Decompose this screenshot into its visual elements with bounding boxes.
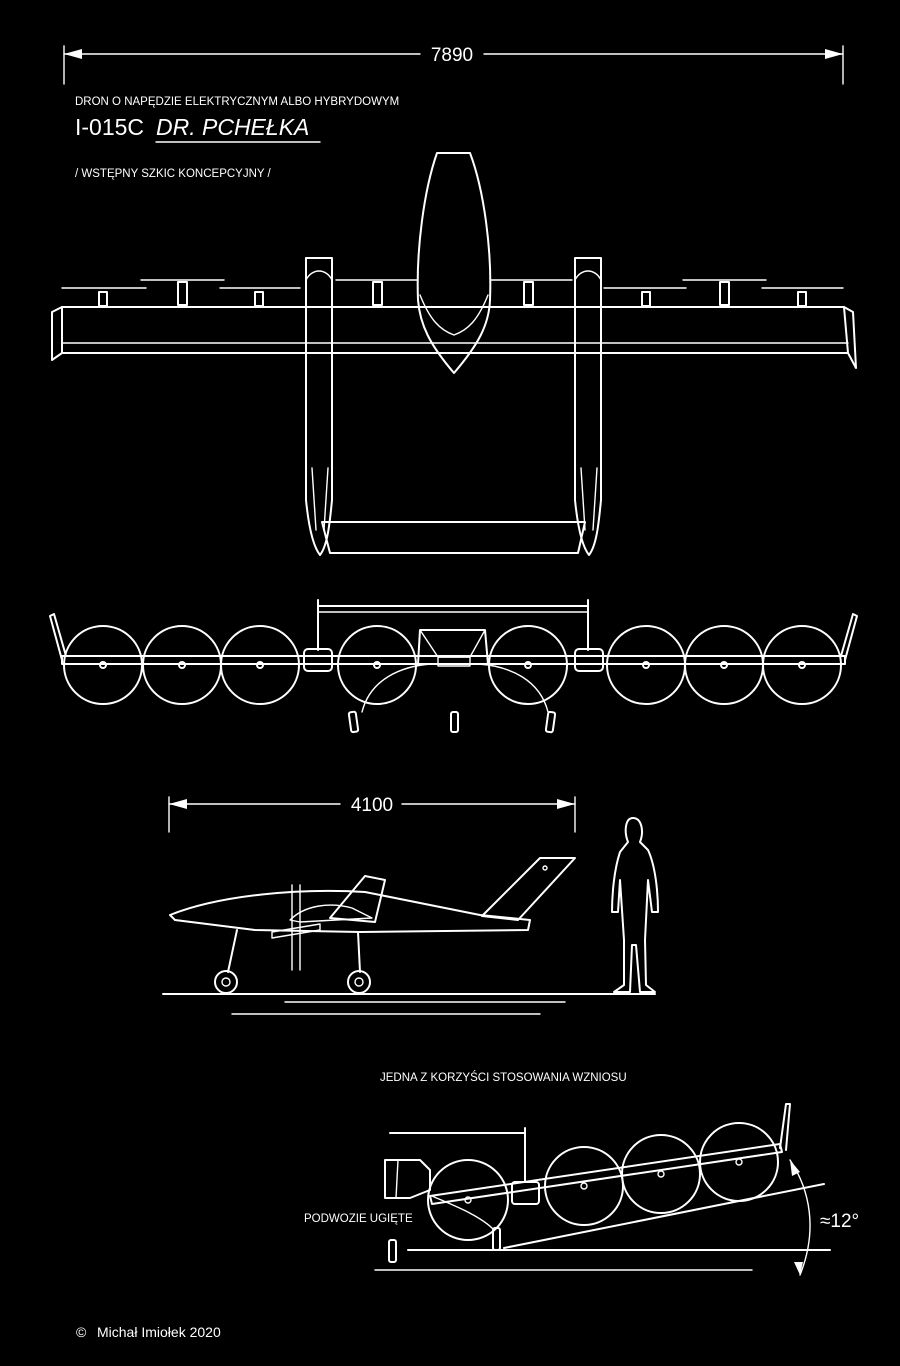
drone-subtitle: DRON O NAPĘDZIE ELEKTRYCZNYM ALBO HYBRYD…	[75, 96, 399, 108]
model-name: DR. PCHEŁKA	[156, 114, 309, 140]
length-dimension: 4100	[168, 795, 576, 833]
span-dimension: 7890	[63, 45, 844, 85]
concept-note: / WSTĘPNY SZKIC KONCEPCYJNY /	[75, 168, 272, 180]
model-code: I-015C	[75, 114, 144, 140]
copyright-text: Michał Imiołek 2020	[97, 1324, 221, 1340]
advantage-heading: JEDNA Z KORZYŚCI STOSOWANIA WZNIOSU	[380, 1071, 627, 1084]
top-view-rotors	[61, 279, 844, 307]
dihedral-angle: ≈12°	[820, 1211, 859, 1232]
dihedral-view-rotors	[427, 1122, 779, 1241]
dihedral-view: JEDNA Z KORZYŚCI STOSOWANIA WZNIOSU ≈1	[304, 1071, 859, 1276]
human-scale-figure	[611, 817, 659, 993]
title-block: DRON O NAPĘDZIE ELEKTRYCZNYM ALBO HYBRYD…	[75, 96, 399, 180]
length-dimension-value: 4100	[351, 795, 393, 816]
copyright-symbol: ©	[76, 1324, 87, 1340]
span-dimension-value: 7890	[431, 45, 473, 66]
gear-label: PODWOZIE UGIĘTE	[304, 1213, 413, 1225]
top-view	[51, 152, 857, 556]
front-view	[49, 599, 858, 734]
side-view	[162, 817, 659, 1015]
copyright: © Michał Imiołek 2020	[76, 1324, 221, 1340]
